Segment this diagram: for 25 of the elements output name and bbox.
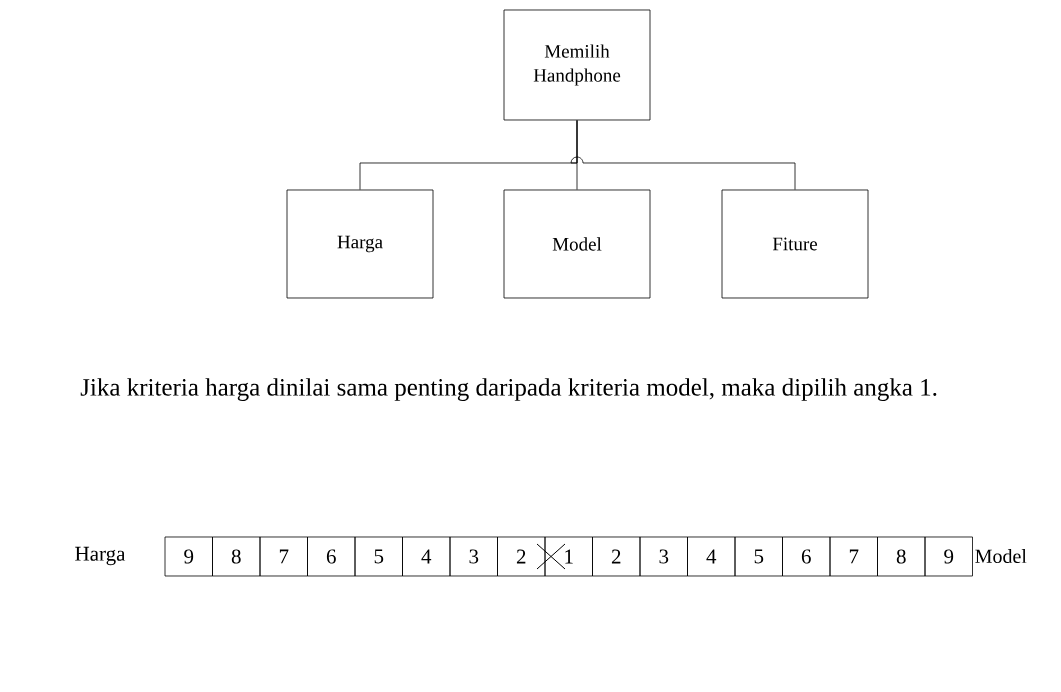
- scale-cell: 6: [307, 536, 356, 577]
- scale-cell: 7: [259, 536, 308, 577]
- scale-cell: 3: [449, 536, 498, 577]
- scale-cell: 7: [829, 536, 878, 577]
- scale-cell: 9: [924, 536, 973, 577]
- connector-line: [570, 120, 796, 190]
- row-label: Harga: [75, 546, 126, 566]
- process-box: Fiture: [721, 189, 869, 299]
- scale-cell: 8: [877, 536, 926, 577]
- scale-cell: 4: [687, 536, 736, 577]
- row-label: Model: [975, 548, 1027, 564]
- scale-cell: 5: [354, 536, 403, 577]
- scale-cell: 3: [639, 536, 688, 577]
- scale-cell: 4: [402, 536, 451, 577]
- scale-cell: 2: [497, 536, 546, 577]
- scale-cell: 8: [212, 536, 261, 577]
- scale-cell: 6: [782, 536, 831, 577]
- scale-cell: 5: [734, 536, 783, 577]
- process-box: Model: [503, 189, 651, 299]
- process-box: Memilih Handphone: [503, 9, 651, 121]
- scale-cell: 1: [544, 536, 593, 577]
- scale-cell: 9: [164, 536, 213, 577]
- paragraph: Jika kriteria harga dinilai sama penting daripada kriteria model, maka dipilih angka 1.: [80, 378, 937, 401]
- process-box: Harga: [286, 189, 434, 299]
- scale-cell: 2: [592, 536, 641, 577]
